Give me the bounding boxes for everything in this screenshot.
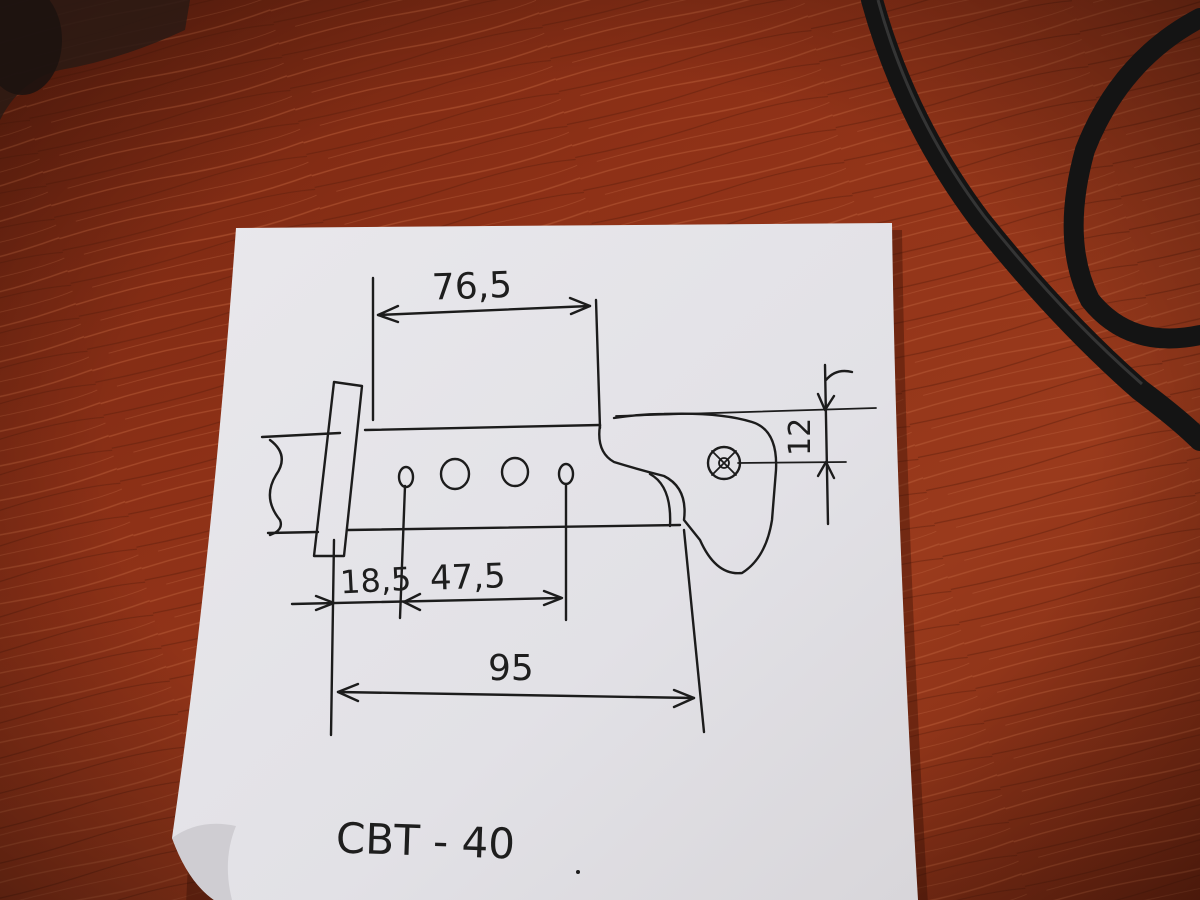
paper-note (172, 223, 918, 900)
black-cable (861, 0, 1200, 451)
extension-line-upper (615, 407, 877, 417)
extension-line-right-top (594, 298, 602, 430)
dark-object-knob (0, 0, 62, 95)
black-cable-loop (1063, 8, 1200, 349)
extension-line-right-bottom (682, 528, 706, 734)
arrowhead-overall-left (336, 682, 360, 703)
arrowhead-height-bottom (816, 460, 836, 480)
sketch-drawing: 76,5 12 18,5 (260, 265, 877, 874)
cable-highlight (876, 0, 1143, 386)
arrowhead-middle-left (314, 594, 336, 612)
hook-inner (648, 472, 672, 528)
hole-3 (500, 456, 530, 488)
arrowhead-overall-right (672, 688, 696, 709)
extension-line-lower (737, 461, 847, 464)
dimension-line-middle (290, 596, 562, 606)
dimension-line-top (376, 304, 592, 317)
crossguard (312, 380, 364, 558)
dim-label-offset: 18,5 (339, 560, 412, 602)
ink-dot (576, 870, 580, 874)
dim-label-height: 12 (783, 418, 818, 456)
extension-line-left-bottom (329, 538, 336, 737)
arrowhead-middle-right (542, 589, 564, 607)
blade-break-line (268, 438, 283, 537)
paper-curl (172, 823, 236, 900)
dimension-line-overall (336, 690, 696, 700)
dim-label-overall-length: 95 (488, 648, 534, 689)
dimension-line-height (823, 363, 830, 526)
arrowhead-top-left (376, 304, 400, 324)
hole-2 (439, 457, 471, 491)
sketch-caption: СВТ - 40 (335, 813, 516, 868)
arrowhead-height-top (816, 369, 854, 412)
arrowhead-top-right (568, 296, 592, 316)
dim-label-hole-span: 47,5 (429, 556, 506, 599)
pivot-inner (718, 457, 730, 469)
dim-label-top-length: 76,5 (431, 265, 513, 309)
pivot-cross-b (711, 450, 737, 476)
arrowhead-middle-hole (402, 592, 422, 612)
extension-line-hole-start (398, 484, 407, 620)
